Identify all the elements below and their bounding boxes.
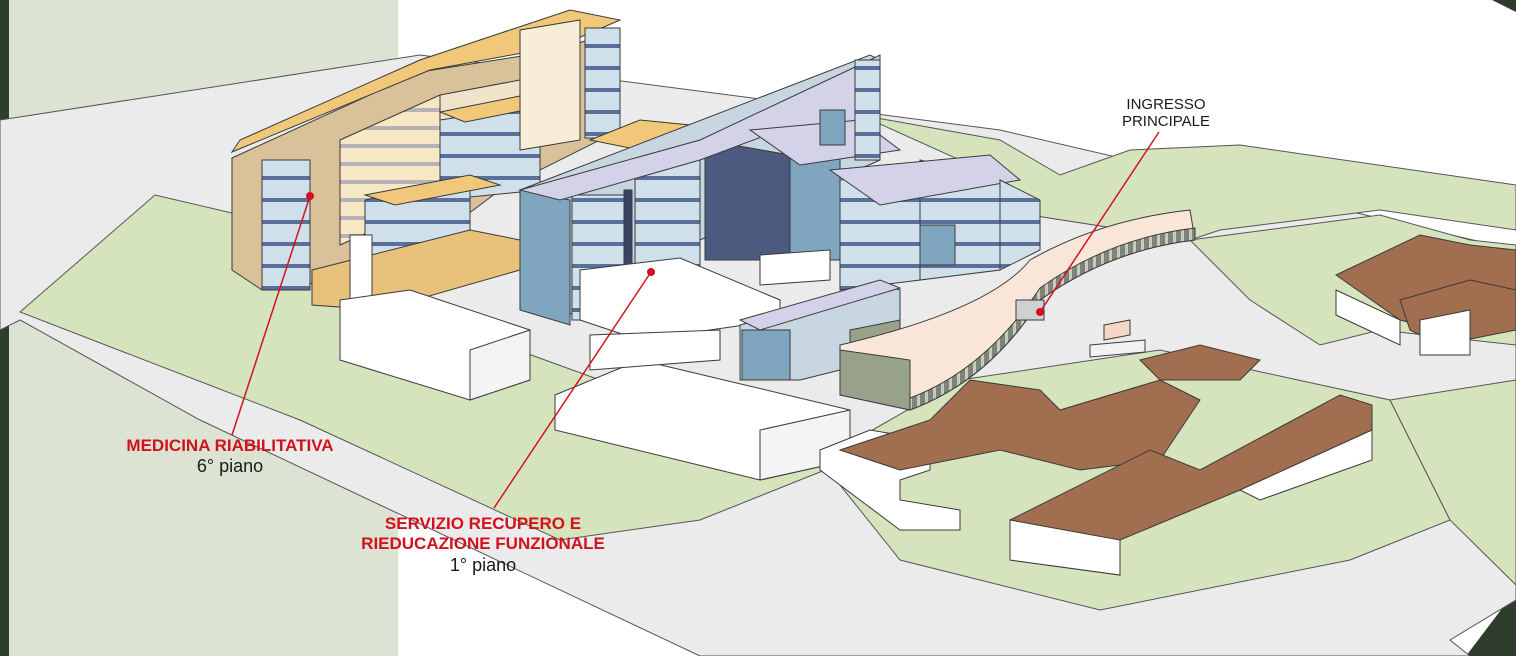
leader-line-servizio xyxy=(493,271,652,509)
lawn-southeast xyxy=(1389,379,1516,586)
label-ingresso-line2: PRINCIPALE xyxy=(1121,113,1211,131)
building-south-pavilions xyxy=(819,344,1373,576)
building-central-tower xyxy=(518,54,1041,326)
label-medicina-floor: 6° piano xyxy=(196,456,264,477)
marker-ingresso xyxy=(1036,308,1044,316)
label-ingresso-line1: INGRESSO xyxy=(1126,96,1206,113)
leader-lines xyxy=(231,131,1160,509)
label-servizio-line1: SERVIZIO RECUPERO E xyxy=(384,514,582,533)
building-east-houses xyxy=(1335,234,1516,356)
leader-line-ingresso xyxy=(1039,131,1160,313)
label-medicina-title: MEDICINA RIABILITATIVA xyxy=(126,436,334,455)
label-servizio-line2: RIEDUCAZIONE FUNZIONALE xyxy=(361,534,605,554)
label-medicina-riabilitativa: MEDICINA RIABILITATIVA 6° piano xyxy=(126,436,333,478)
building-west-orange xyxy=(230,9,692,351)
label-ingresso-principale: INGRESSO PRINCIPALE xyxy=(1122,96,1210,131)
label-servizio-floor: 1° piano xyxy=(449,554,517,575)
label-servizio-recupero: SERVIZIO RECUPERO E RIEDUCAZIONE FUNZION… xyxy=(361,514,605,576)
right-edge-top xyxy=(1492,0,1516,12)
marker-medicina xyxy=(306,192,314,200)
marker-servizio xyxy=(647,268,655,276)
leader-line-medicina xyxy=(231,195,311,436)
building-main-entrance xyxy=(839,209,1196,411)
entrance-sign xyxy=(1089,319,1146,358)
